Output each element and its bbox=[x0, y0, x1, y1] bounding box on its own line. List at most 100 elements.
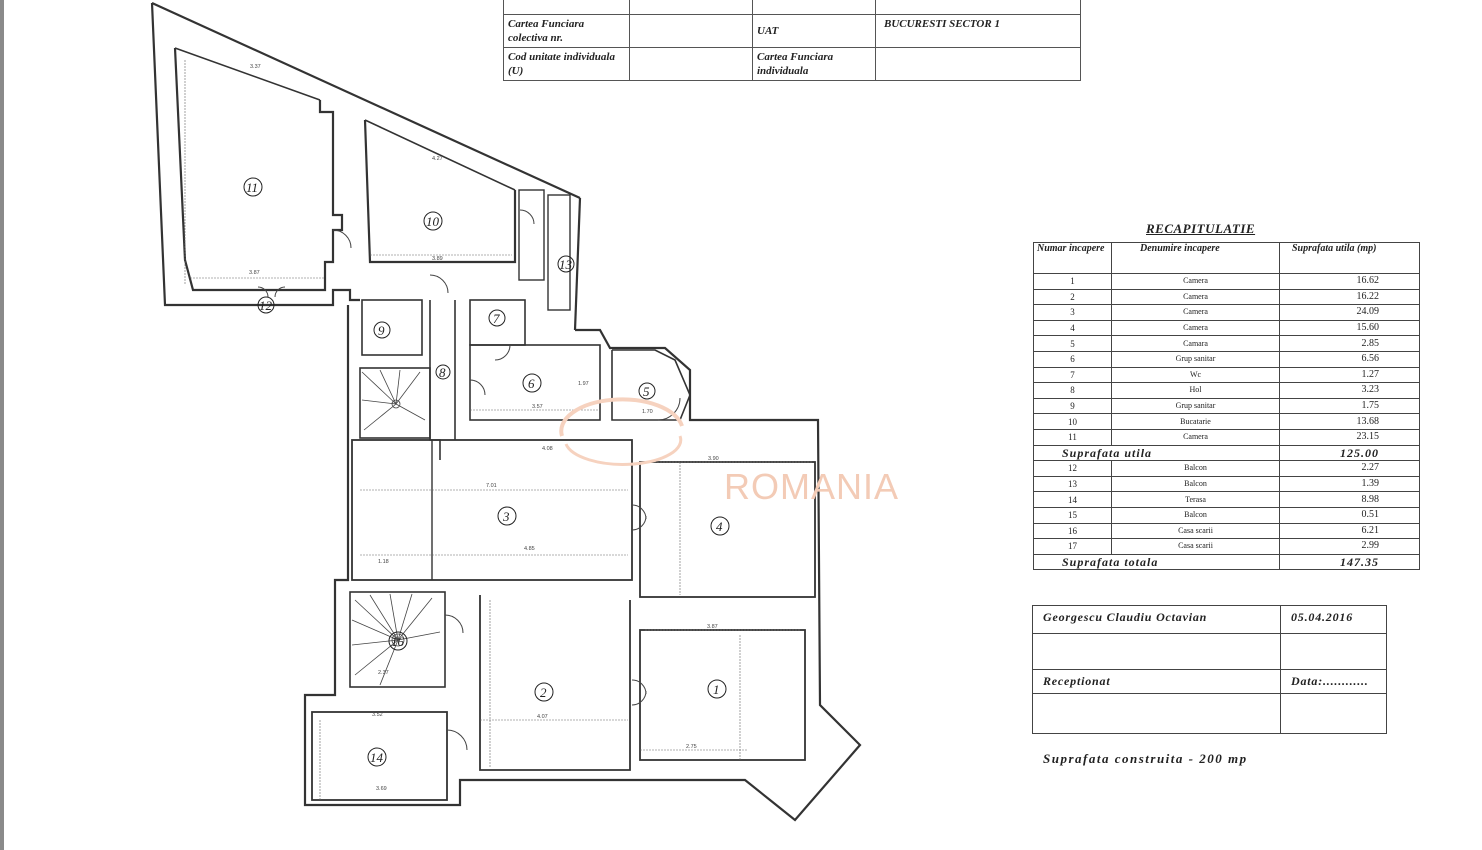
value-cf-individuala bbox=[875, 46, 1081, 81]
wall-main-outline bbox=[303, 305, 862, 822]
room-name: Camera bbox=[1111, 304, 1280, 321]
room-number: 3 bbox=[1033, 304, 1112, 321]
cadastral-header-table: Cartea Funciara colectiva nr. UAT BUCURE… bbox=[503, 0, 1081, 81]
label-uat: UAT bbox=[752, 13, 876, 48]
wall-room-11 bbox=[173, 47, 344, 292]
room-area: 6.21 bbox=[1279, 522, 1420, 540]
room-label-14: 14 bbox=[370, 750, 384, 765]
dim-label: 3.37 bbox=[250, 64, 261, 70]
room-area: 6.56 bbox=[1279, 350, 1420, 368]
room-number: 10 bbox=[1033, 413, 1112, 430]
room-name: Hol bbox=[1111, 382, 1280, 399]
data-label: Data:............ bbox=[1280, 669, 1387, 694]
room-area: 1.75 bbox=[1279, 397, 1420, 415]
room-label-13: 13 bbox=[559, 257, 573, 272]
value-cf-colectiva bbox=[629, 13, 753, 48]
room-number: 15 bbox=[1033, 506, 1112, 524]
room-name: Camera bbox=[1111, 288, 1280, 306]
watermark-text: ROMANIA bbox=[724, 466, 900, 507]
dim-label: 3.57 bbox=[532, 404, 543, 410]
useful-area-value: 125.00 bbox=[1279, 444, 1420, 462]
room-number: 12 bbox=[1033, 460, 1112, 477]
room-area: 24.09 bbox=[1279, 304, 1420, 321]
room-name: Casa scarii bbox=[1111, 538, 1280, 555]
room-label-4: 4 bbox=[716, 519, 723, 534]
dim-label: 4.27 bbox=[432, 156, 443, 162]
room-area: 0.51 bbox=[1279, 506, 1420, 524]
room-area: 16.22 bbox=[1279, 288, 1420, 306]
label-cf-individuala: Cartea Funciara individuala bbox=[752, 46, 876, 81]
room-name: Casa scarii bbox=[1111, 522, 1280, 540]
room-label-11: 11 bbox=[246, 180, 258, 195]
room-area: 1.27 bbox=[1279, 366, 1420, 384]
room-number: 17 bbox=[1033, 538, 1112, 555]
watermark-logo bbox=[559, 397, 684, 466]
dim-label: 1.70 bbox=[642, 409, 653, 415]
author-name: Georgescu Claudiu Octavian bbox=[1032, 605, 1281, 634]
dim-label: 3.87 bbox=[707, 624, 718, 630]
signature-table: Georgescu Claudiu Octavian 05.04.2016 Re… bbox=[1032, 605, 1387, 734]
room-number: 14 bbox=[1033, 491, 1112, 508]
room-area: 3.23 bbox=[1279, 382, 1420, 399]
label-cod-unitate: Cod unitate individuala (U) bbox=[503, 46, 630, 81]
room-number: 5 bbox=[1033, 335, 1112, 352]
room-area: 1.39 bbox=[1279, 475, 1420, 493]
room-label-8: 8 bbox=[439, 365, 446, 380]
dim-label: 4.08 bbox=[542, 446, 553, 452]
room-label-2: 2 bbox=[540, 685, 547, 700]
label-cf-colectiva: Cartea Funciara colectiva nr. bbox=[503, 13, 630, 48]
author-date: 05.04.2016 bbox=[1280, 605, 1387, 634]
total-area-value: 147.35 bbox=[1279, 553, 1420, 571]
room-number: 4 bbox=[1033, 319, 1112, 337]
wall-room-10 bbox=[363, 119, 517, 264]
value-cod-unitate bbox=[629, 46, 753, 81]
room-name: Grup sanitar bbox=[1111, 397, 1280, 415]
room-label-9: 9 bbox=[378, 323, 385, 338]
col-header-nr: Numar incapere bbox=[1033, 242, 1112, 274]
left-edge-bar bbox=[0, 0, 4, 850]
dim-label: 4.07 bbox=[537, 714, 548, 720]
room-area: 2.85 bbox=[1279, 335, 1420, 352]
useful-area-label: Suprafata utila bbox=[1033, 444, 1280, 462]
room-number: 11 bbox=[1033, 428, 1112, 446]
room-label-3: 3 bbox=[502, 509, 510, 524]
room-name: Camara bbox=[1111, 335, 1280, 352]
room-name: Balcon bbox=[1111, 506, 1280, 524]
room-label-12: 12 bbox=[259, 298, 273, 313]
room-number: 1 bbox=[1033, 273, 1112, 290]
room-name: Balcon bbox=[1111, 475, 1280, 493]
dimension-labels: 3.37 4.27 3.87 3.89 3.57 1.97 4.08 7.01 … bbox=[249, 64, 719, 792]
room-name: Camera bbox=[1111, 273, 1280, 290]
room-area: 2.99 bbox=[1279, 538, 1420, 555]
room-label-16: 16 bbox=[391, 634, 405, 649]
room-number: 7 bbox=[1033, 366, 1112, 384]
room-name: Wc bbox=[1111, 366, 1280, 384]
room-labels: 11 10 13 12 9 7 6 8 5 3 4 2 1 14 16 bbox=[243, 177, 730, 767]
room-number: 8 bbox=[1033, 382, 1112, 399]
dim-label: 3.89 bbox=[432, 256, 443, 262]
room-area: 23.15 bbox=[1279, 428, 1420, 446]
dim-label: 3.90 bbox=[708, 456, 719, 462]
recap-title: RECAPITULATIE bbox=[1146, 221, 1256, 236]
wall-upper-wing bbox=[150, 2, 360, 307]
room-number: 6 bbox=[1033, 350, 1112, 368]
dim-label: 4.85 bbox=[524, 546, 535, 552]
room-number: 13 bbox=[1033, 475, 1112, 493]
dim-label: 3.69 bbox=[376, 786, 387, 792]
room-name: Terasa bbox=[1111, 491, 1280, 508]
